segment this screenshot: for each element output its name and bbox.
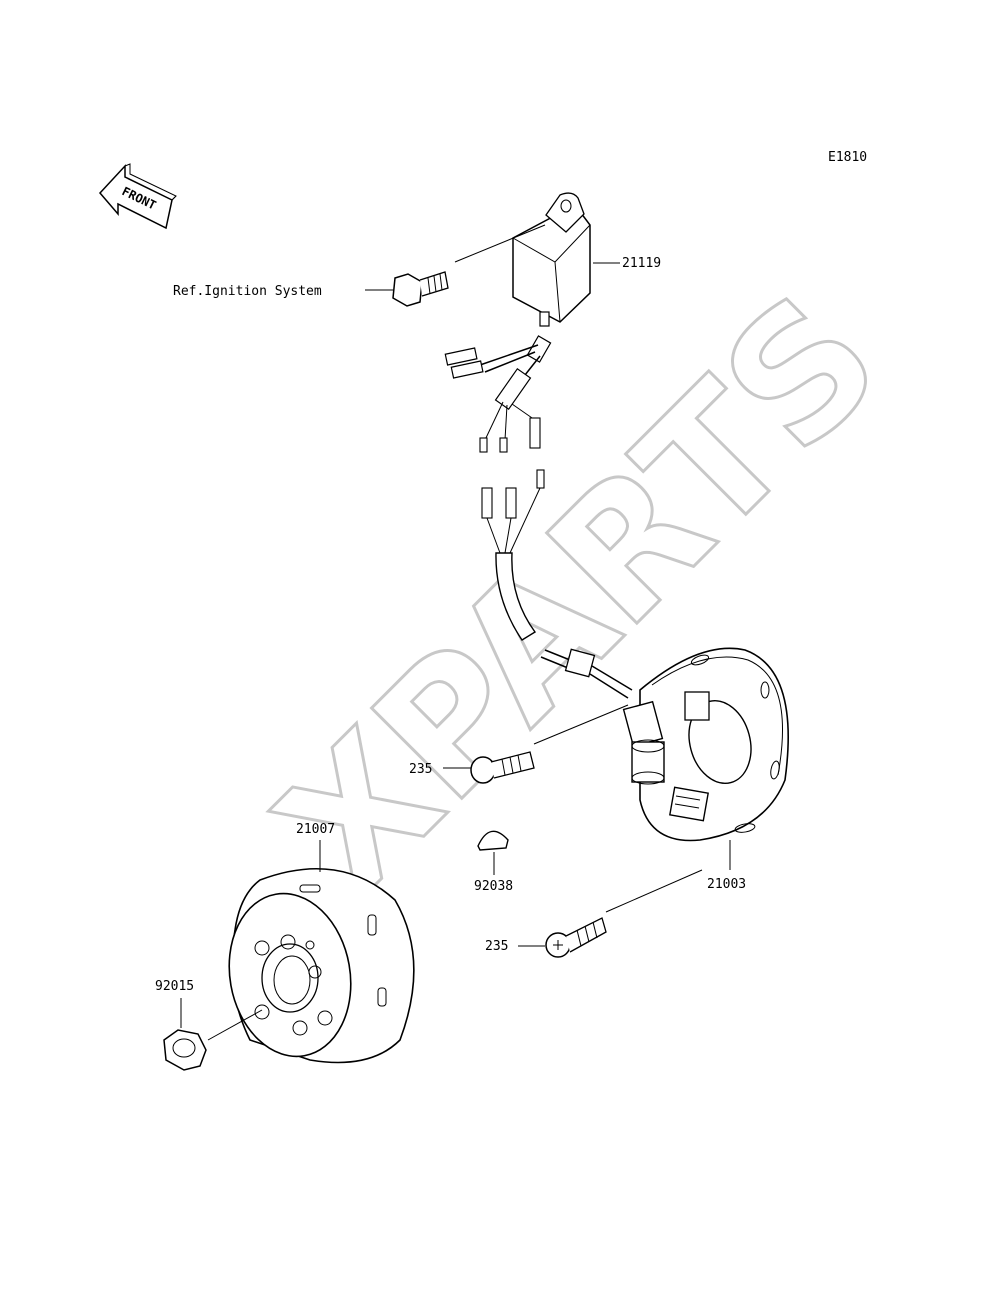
label-nut: 92015	[155, 979, 194, 994]
label-key: 92038	[474, 879, 513, 894]
stator-assembly	[622, 647, 789, 842]
label-rotor: 21007	[296, 822, 335, 837]
watermark-text: XPARTS	[241, 257, 918, 934]
flywheel-rotor	[228, 840, 415, 1064]
label-cdi: 21119	[622, 256, 661, 271]
flywheel-nut	[163, 998, 263, 1071]
front-arrow-icon: FRONT	[98, 163, 177, 230]
label-stator-screw-top: 235	[409, 762, 432, 777]
label-ref-ignition: Ref.Ignition System	[173, 284, 322, 299]
stator-wire-harness	[481, 469, 633, 699]
diagram-code: E1810	[828, 150, 867, 165]
stator-screw-bottom	[518, 869, 703, 958]
cdi-wire-harness	[444, 335, 552, 453]
stator-screw-top	[443, 704, 629, 784]
label-stator-screw-bottom: 235	[485, 939, 508, 954]
cdi-unit	[512, 192, 591, 327]
label-stator: 21003	[707, 877, 746, 892]
cdi-bolt	[392, 224, 546, 307]
woodruff-key	[477, 830, 509, 875]
